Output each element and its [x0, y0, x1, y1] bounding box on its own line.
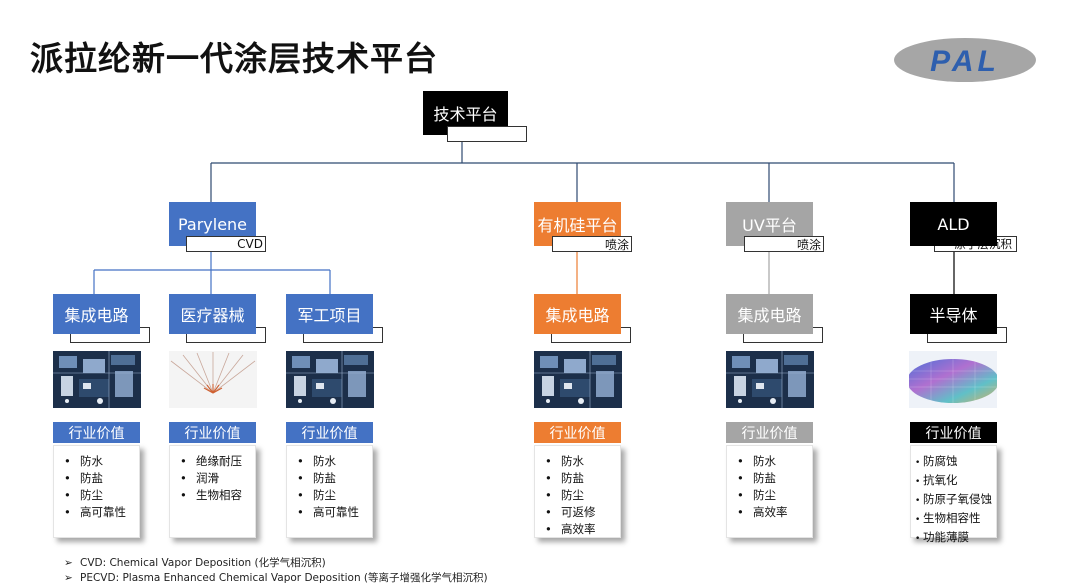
value-item: 生物相容	[180, 487, 255, 504]
value-item: 防盐	[64, 470, 139, 487]
value-header: 行业价值	[169, 422, 256, 443]
value-item: 抗氧化	[915, 472, 996, 491]
value-box: 防水 防盐 防尘 可返修 高效率	[534, 445, 621, 538]
industry-node: 集成电路	[726, 294, 823, 344]
platform-label: ALD	[910, 202, 997, 246]
value-list: 防水 防盐 防尘 高可靠性	[287, 446, 372, 521]
industry-label: 集成电路	[726, 294, 813, 334]
platform-sub: 喷涂	[552, 236, 632, 252]
platform-silicone: 有机硅平台 喷涂	[534, 202, 632, 250]
value-header: 行业价值	[534, 422, 621, 443]
circuit-board-image	[53, 351, 141, 408]
value-list: 防水 防盐 防尘 高可靠性	[54, 446, 139, 521]
value-box: 绝缘耐压 润滑 生物相容	[169, 445, 256, 538]
root-sub	[447, 126, 527, 142]
value-item: 高效率	[545, 521, 620, 538]
value-item: 防盐	[737, 470, 812, 487]
value-item: 防水	[545, 453, 620, 470]
value-header: 行业价值	[286, 422, 373, 443]
value-list: 防水 防盐 防尘 可返修 高效率	[535, 446, 620, 538]
value-item: 防水	[64, 453, 139, 470]
footnote-text: PECVD: Plasma Enhanced Chemical Vapor De…	[80, 572, 488, 584]
platform-sub: 喷涂	[744, 236, 824, 252]
value-item: 防盐	[545, 470, 620, 487]
industry-node: 集成电路	[53, 294, 150, 344]
industry-label: 医疗器械	[169, 294, 256, 334]
silicon-wafer-image	[909, 351, 997, 408]
value-box: 防水 防盐 防尘 高效率	[726, 445, 813, 538]
value-list: 防水 防盐 防尘 高效率	[727, 446, 812, 521]
value-box: 防水 防盐 防尘 高可靠性	[286, 445, 373, 538]
industry-label: 集成电路	[534, 294, 621, 334]
industry-label: 军工项目	[286, 294, 373, 334]
value-box: 防水 防盐 防尘 高可靠性	[53, 445, 140, 538]
logo-icon: PAL	[893, 36, 1038, 84]
circuit-board-image	[534, 351, 622, 408]
value-item: 防腐蚀	[915, 453, 996, 472]
industry-node: 半导体	[910, 294, 1007, 344]
value-item: 可返修	[545, 504, 620, 521]
medical-needles-image	[169, 351, 257, 408]
industry-node: 集成电路	[534, 294, 631, 344]
footnote-cvd: ➢CVD: Chemical Vapor Deposition (化学气相沉积)	[64, 555, 326, 570]
industry-label: 半导体	[910, 294, 997, 334]
footnote-pecvd: ➢PECVD: Plasma Enhanced Chemical Vapor D…	[64, 570, 488, 585]
footnote-text: CVD: Chemical Vapor Deposition (化学气相沉积)	[80, 557, 326, 569]
value-item: 防尘	[737, 487, 812, 504]
pal-logo: PAL	[893, 36, 1038, 84]
platform-ald: 原子层沉积 ALD	[910, 202, 1007, 250]
platform-sub: CVD	[186, 236, 266, 252]
value-header: 行业价值	[53, 422, 140, 443]
value-item: 防水	[737, 453, 812, 470]
value-item: 高可靠性	[297, 504, 372, 521]
value-item: 防盐	[297, 470, 372, 487]
value-box: 防腐蚀 抗氧化 防原子氧侵蚀 生物相容性 功能薄膜	[910, 445, 997, 538]
root-node: 技术平台	[423, 91, 527, 143]
circuit-board-image	[726, 351, 814, 408]
value-item: 防原子氧侵蚀	[915, 491, 996, 510]
circuit-board-image	[286, 351, 374, 408]
value-list: 绝缘耐压 润滑 生物相容	[170, 446, 255, 504]
value-item: 防尘	[64, 487, 139, 504]
value-item: 防尘	[297, 487, 372, 504]
value-list: 防腐蚀 抗氧化 防原子氧侵蚀 生物相容性 功能薄膜	[911, 446, 996, 548]
value-item: 防水	[297, 453, 372, 470]
value-item: 高效率	[737, 504, 812, 521]
industry-node: 军工项目	[286, 294, 383, 344]
logo-text: PAL	[930, 45, 1000, 78]
value-header: 行业价值	[910, 422, 997, 443]
value-item: 防尘	[545, 487, 620, 504]
industry-label: 集成电路	[53, 294, 140, 334]
value-header: 行业价值	[726, 422, 813, 443]
arrow-bullet-icon: ➢	[64, 572, 80, 584]
platform-uv: UV平台 喷涂	[726, 202, 824, 250]
value-item: 生物相容性	[915, 510, 996, 529]
value-item: 高可靠性	[64, 504, 139, 521]
arrow-bullet-icon: ➢	[64, 557, 80, 569]
page-title: 派拉纶新一代涂层技术平台	[30, 32, 438, 80]
value-item: 绝缘耐压	[180, 453, 255, 470]
value-item: 功能薄膜	[915, 529, 996, 548]
platform-parylene: Parylene CVD	[169, 202, 266, 250]
value-item: 润滑	[180, 470, 255, 487]
industry-node: 医疗器械	[169, 294, 266, 344]
